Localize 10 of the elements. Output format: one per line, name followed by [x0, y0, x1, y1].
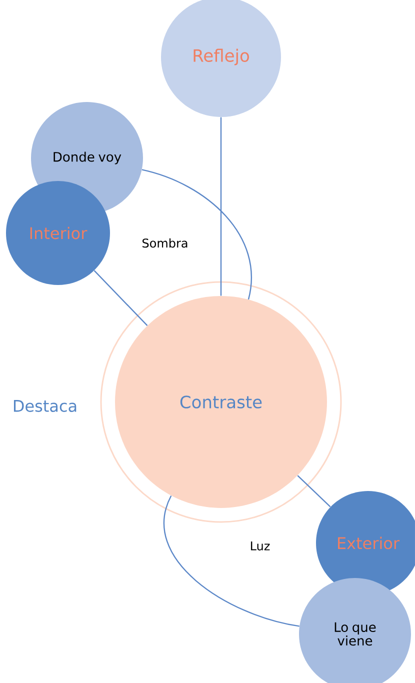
- connector-line: [142, 169, 252, 300]
- text-label: Destaca: [14, 400, 76, 412]
- connector-line: [94, 270, 148, 326]
- connector-line: [220, 117, 222, 296]
- connector-line: [164, 496, 300, 627]
- circle-node: Contraste: [100, 281, 342, 523]
- circle-node: Interior: [6, 181, 110, 285]
- connector-line: [297, 475, 331, 508]
- text-label: Sombra: [142, 238, 188, 248]
- text-label: Luz: [250, 542, 270, 550]
